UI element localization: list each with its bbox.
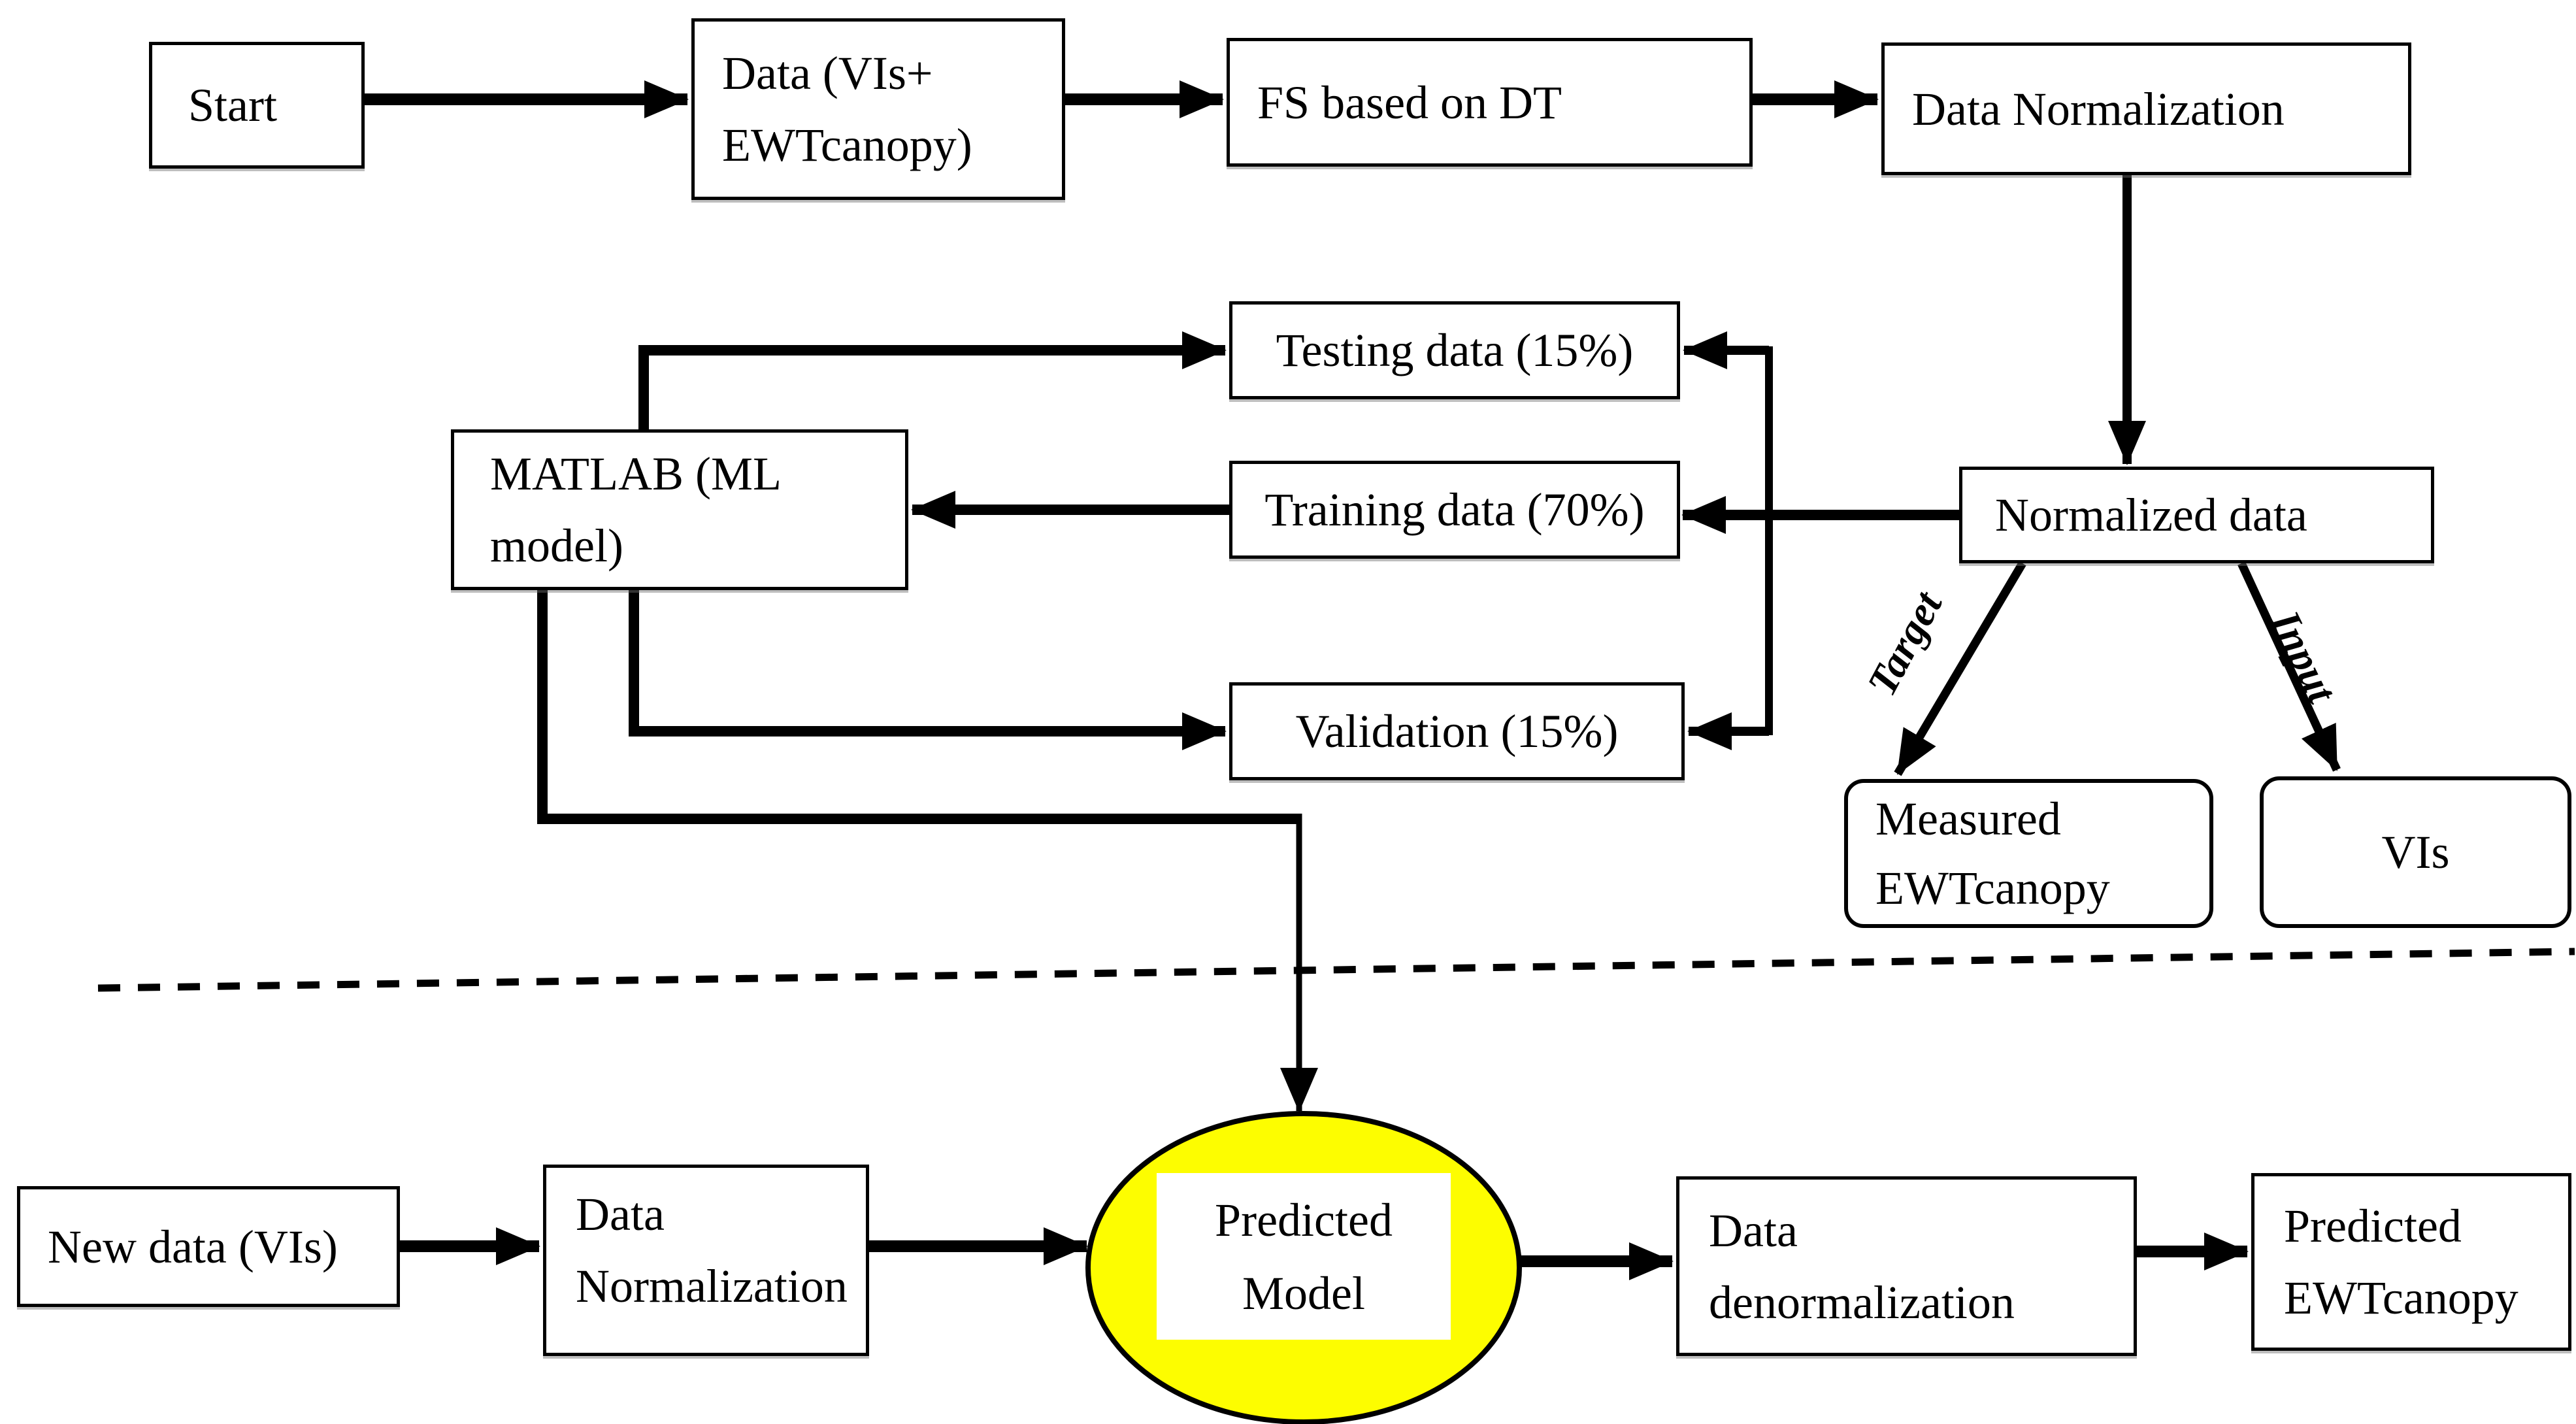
node-fs-based-on-dt: FS based on DT: [1227, 38, 1753, 167]
node-predicted-ewt-line1: Predicted: [2284, 1200, 2462, 1252]
node-testing-data: Testing data (15%): [1229, 301, 1680, 399]
node-data-normalization-bottom-line1: Data: [576, 1188, 665, 1240]
dashed-divider: [97, 948, 2575, 992]
node-data-denormalization: Data denormalization: [1676, 1176, 2137, 1356]
node-predicted-model-line1: Predicted: [1215, 1193, 1393, 1246]
node-data-normalization-top: Data Normalization: [1881, 42, 2411, 175]
arrow-matlab-to-testing: [638, 331, 1227, 429]
node-data-vis-line1: Data (VIs+: [722, 47, 933, 99]
node-predicted-model: Predicted Model: [1157, 1173, 1451, 1340]
node-measured-ewtcanopy: Measured EWTcanopy: [1844, 779, 2213, 928]
node-predicted-ewt-line2: EWTcanopy: [2284, 1272, 2518, 1324]
arrow-normalized-to-measured: [1894, 561, 2026, 776]
node-measured-line2: EWTcanopy: [1875, 862, 2110, 914]
node-data-normalization-bottom: Data Normalization: [543, 1165, 869, 1356]
node-testing-label: Testing data (15%): [1276, 324, 1634, 376]
node-validation: Validation (15%): [1229, 682, 1685, 780]
node-training-label: Training data (70%): [1264, 484, 1645, 536]
node-normalized-data: Normalized data: [1959, 467, 2434, 563]
arrow-normalized-to-vis: [2237, 561, 2341, 772]
node-vis: VIs: [2260, 776, 2571, 928]
node-new-data-label: New data (VIs): [48, 1220, 338, 1273]
node-start: Start: [149, 42, 365, 169]
arrow-matlab-to-validation: [629, 590, 1227, 750]
node-data-denormalization-line2: denormalization: [1709, 1276, 2015, 1329]
node-data-normalization-top-label: Data Normalization: [1912, 82, 2285, 135]
node-predicted-ewtcanopy: Predicted EWTcanopy: [2251, 1173, 2571, 1351]
node-matlab-line2: model): [490, 520, 623, 572]
node-matlab-line1: MATLAB (ML: [490, 448, 782, 500]
node-normalized-label: Normalized data: [1995, 489, 2307, 541]
node-predicted-model-line2: Model: [1242, 1267, 1365, 1319]
node-data-vis-ewt: Data (VIs+ EWTcanopy): [691, 18, 1065, 200]
node-matlab-ml-model: MATLAB (ML model): [451, 429, 908, 590]
node-measured-line1: Measured: [1875, 793, 2061, 845]
node-new-data-vis: New data (VIs): [17, 1186, 400, 1307]
node-vis-label: VIs: [2381, 826, 2450, 878]
node-training-data: Training data (70%): [1229, 461, 1680, 559]
node-data-normalization-bottom-line2: Normalization: [576, 1260, 848, 1312]
node-data-vis-line2: EWTcanopy): [722, 119, 972, 171]
node-data-denormalization-line1: Data: [1709, 1204, 1798, 1257]
node-validation-label: Validation (15%): [1295, 705, 1619, 757]
node-fs-label: FS based on DT: [1257, 76, 1562, 129]
node-start-label: Start: [188, 79, 277, 131]
